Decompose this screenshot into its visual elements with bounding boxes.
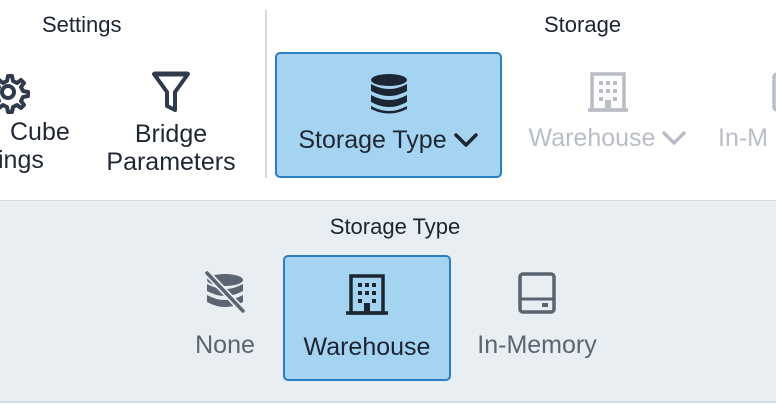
storage-type-panel: Storage Type None	[0, 200, 776, 403]
cube-settings-label-line1: Cube	[10, 118, 70, 146]
bridge-label-line2: Parameters	[106, 148, 236, 176]
ribbon: Settings Storage Cube ings Bridge	[0, 0, 776, 200]
database-off-icon	[201, 269, 249, 317]
bridge-label-line1: Bridge	[134, 120, 208, 148]
option-in-memory[interactable]: In-Memory	[460, 255, 614, 381]
option-in-memory-label: In-Memory	[477, 331, 597, 359]
drive-icon	[752, 70, 776, 114]
gear-icon	[0, 70, 30, 114]
settings-group-title: Settings	[42, 12, 122, 37]
panel-title: Storage Type	[329, 214, 461, 239]
option-warehouse[interactable]: Warehouse	[283, 255, 451, 381]
storage-type-label: Storage Type	[298, 126, 447, 154]
drive-icon	[513, 269, 561, 317]
storage-type-row: Storage Type	[298, 126, 478, 154]
warehouse-label: Warehouse	[528, 124, 656, 152]
cube-settings-label: Cube ings	[0, 118, 100, 174]
warehouse-row: Warehouse	[529, 124, 688, 152]
chevron-down-icon	[661, 129, 687, 152]
bridge-parameters-label: Bridge Parameters	[106, 120, 235, 176]
building-icon	[343, 271, 391, 319]
in-memory-label: In-M	[718, 124, 768, 152]
option-none[interactable]: None	[180, 255, 270, 381]
option-warehouse-label: Warehouse	[303, 333, 431, 361]
warehouse-dropdown[interactable]: Warehouse	[508, 52, 708, 178]
storage-group-title: Storage	[544, 12, 622, 37]
chevron-down-icon	[453, 131, 479, 154]
group-divider	[265, 10, 267, 178]
in-memory-dropdown[interactable]: In-M	[714, 52, 776, 178]
cube-settings-label-line2: ings	[0, 146, 44, 174]
filter-icon	[149, 70, 193, 114]
storage-type-dropdown[interactable]: Storage Type	[275, 52, 502, 178]
option-none-label: None	[195, 331, 255, 359]
bridge-parameters-button[interactable]: Bridge Parameters	[92, 70, 250, 176]
building-icon	[586, 70, 630, 114]
database-icon	[367, 72, 411, 116]
